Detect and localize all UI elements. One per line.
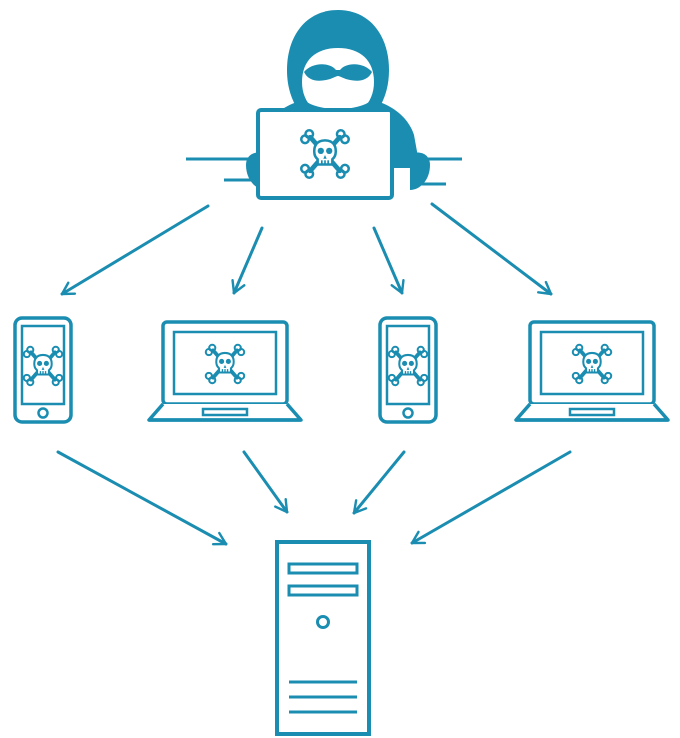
infected-laptop-icon xyxy=(149,322,301,420)
arrows xyxy=(56,202,572,546)
arrow-attacker-to-phone-1 xyxy=(60,204,210,296)
arrow-laptop-1-to-server xyxy=(242,450,289,514)
arrow-attacker-to-laptop-1 xyxy=(231,226,264,295)
arrow-laptop-2-to-server xyxy=(410,450,572,545)
arrow-phone-1-to-server xyxy=(56,450,228,546)
hacker-icon xyxy=(186,10,462,200)
arrow-phone-2-to-server xyxy=(352,450,406,515)
arrow-attacker-to-laptop-2 xyxy=(430,202,553,296)
server-icon xyxy=(275,540,371,736)
infected-phone-icon xyxy=(380,318,436,422)
infected-phone-icon xyxy=(15,318,71,422)
infected-laptop-icon xyxy=(516,322,668,420)
arrow-attacker-to-phone-2 xyxy=(372,226,405,295)
